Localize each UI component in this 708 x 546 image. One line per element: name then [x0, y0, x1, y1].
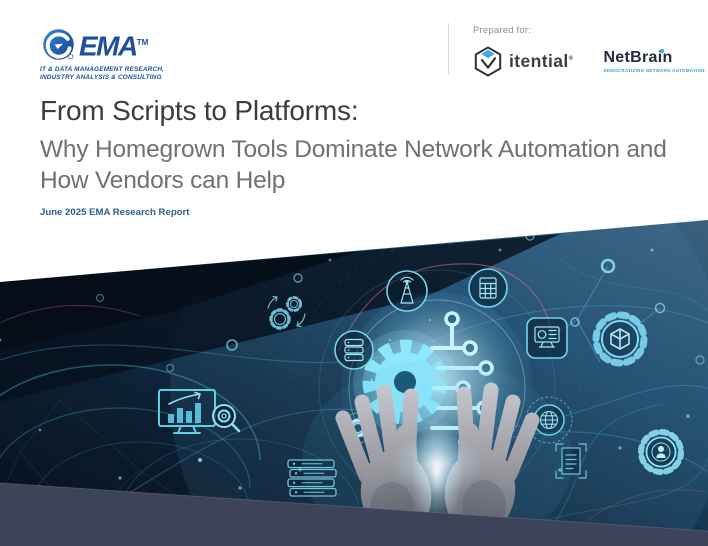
netbrain-dot-icon: [660, 49, 664, 53]
accent-curves: [0, 263, 707, 521]
itential-reg-mark: ®: [568, 56, 574, 63]
report-subtitle: Why Homegrown Tools Dominate Network Aut…: [40, 136, 667, 194]
itential-wordmark: itential®: [509, 51, 574, 71]
hero-illustration: [0, 220, 708, 546]
server-stack-icon: [287, 459, 337, 497]
hero-image: [0, 220, 708, 546]
netbrain-logo: NetBrain DEMOCRATIZING NETWORK AUTOMATIO…: [603, 49, 705, 73]
hero-icons: [158, 268, 684, 497]
ema-wordmark: EMATM: [79, 30, 149, 62]
calculator-icon: [468, 268, 508, 308]
prepared-for-label: Prepared for:: [473, 25, 532, 36]
gear-cube-icon: [592, 311, 648, 367]
ema-trademark: TM: [136, 38, 149, 47]
magnifier-gear-icon: [212, 404, 241, 433]
ema-swirl-icon: [43, 29, 74, 60]
diagonal-mask: [0, 220, 708, 282]
header-divider: [448, 23, 449, 75]
database-icon: [334, 330, 374, 370]
ema-logo: EMATM IT & DATA MANAGEMENT RESEARCH, IND…: [40, 26, 220, 82]
report-title: From Scripts to Platforms:: [40, 95, 359, 126]
itential-icon: [474, 46, 502, 77]
netbrain-tagline: DEMOCRATIZING NETWORK AUTOMATION: [603, 68, 705, 73]
gears-sync-icon: [267, 295, 306, 330]
chart-monitor-icon: [158, 389, 216, 434]
bottom-band: [0, 482, 708, 546]
itential-logo: itential®: [473, 45, 573, 78]
netbrain-wordmark: NetBrain: [603, 49, 673, 66]
radio-tower-icon: [386, 270, 428, 312]
title-block: From Scripts to Platforms: Why Homegrown…: [40, 94, 670, 196]
monitor-gear-icon: [526, 317, 568, 359]
globe-icon: [525, 396, 573, 444]
gear-person-icon: [638, 429, 684, 475]
ema-tagline: IT & DATA MANAGEMENT RESEARCH, INDUSTRY …: [40, 66, 165, 81]
document-icon: [555, 443, 587, 479]
prepared-for-block: Prepared for: itential® NetBrain DEMOCRA…: [473, 25, 705, 78]
report-date-line: June 2025 EMA Research Report: [40, 207, 190, 218]
